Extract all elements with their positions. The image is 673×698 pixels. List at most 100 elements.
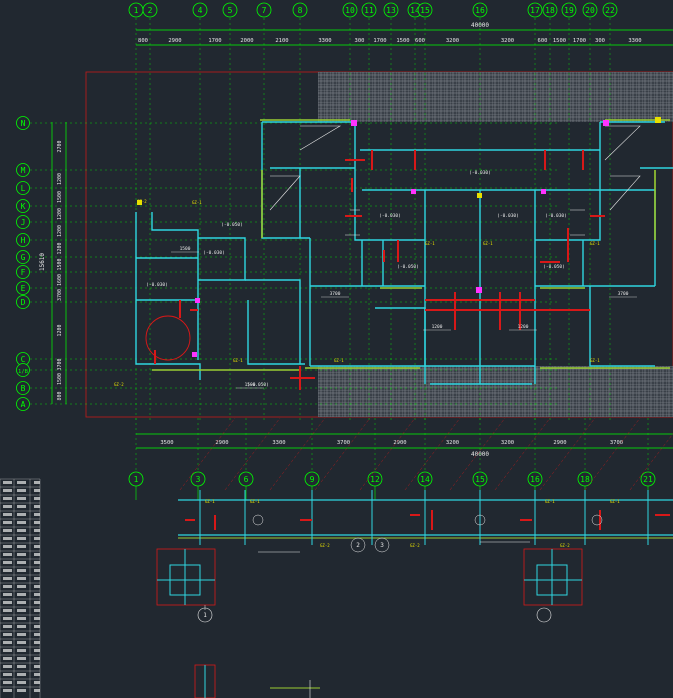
top-dim-text: 1500 (553, 38, 566, 44)
top-dim-text: 1700 (208, 38, 221, 44)
svg-text:K: K (21, 202, 26, 211)
axis-bubble-bottom: 6 (238, 418, 254, 500)
svg-text:12: 12 (370, 475, 380, 484)
svg-text:1: 1 (134, 475, 139, 484)
svg-text:13: 13 (386, 6, 396, 15)
hatched-paving-top (318, 72, 673, 122)
axis-bubble-bottom: 12 (367, 418, 383, 500)
svg-text:GZ-1: GZ-1 (425, 241, 435, 246)
plan-walls (135, 121, 673, 385)
svg-text:C: C (21, 355, 26, 364)
svg-text:14: 14 (410, 6, 420, 15)
top-dim-text: 600 (415, 38, 425, 44)
axis-bubble-bottom: 3 (190, 418, 206, 500)
svg-text:GZ-2: GZ-2 (114, 382, 124, 387)
left-dim-text: 2700 (57, 140, 63, 152)
top-dim-text: 2000 (240, 38, 253, 44)
svg-text:E: E (21, 284, 26, 293)
axis-bubble-bottom: 15 (472, 418, 488, 500)
bottom-dim-text: 2900 (215, 440, 228, 446)
bottom-dimension-lines (136, 433, 673, 449)
room-level-label: (-0.030) (203, 250, 225, 256)
svg-text:GZ-1: GZ-1 (205, 499, 215, 504)
svg-text:21: 21 (643, 475, 653, 484)
svg-text:1: 1 (134, 6, 139, 15)
left-dim-text: 3700 (57, 289, 63, 301)
svg-text:4: 4 (198, 6, 203, 15)
axis-bubble-left: A (16, 397, 560, 411)
axis-bubble-left: F (16, 265, 560, 279)
svg-text:A: A (21, 400, 26, 409)
room-level-labels: (-0.030) (-0.030) (-0.030) (-0.030) (-0.030)… (146, 170, 567, 388)
axis-bubble-top: 18 (542, 2, 558, 420)
left-dim-text: 1500 (57, 191, 63, 203)
top-dim-text: 2900 (168, 38, 181, 44)
svg-text:16: 16 (475, 6, 485, 15)
axis-bubble-bottom: 18 (577, 418, 593, 500)
top-total-dimension: 40000 (471, 22, 489, 29)
axis-bubble-top: 19 (561, 2, 577, 420)
left-total-dimension: 15610 (39, 253, 46, 271)
svg-text:J: J (21, 218, 26, 227)
room-level-label: (-0.030) (545, 213, 567, 219)
svg-text:GZ-1: GZ-1 (590, 358, 600, 363)
svg-text:7: 7 (262, 6, 267, 15)
axis-bubble-bottom: 9 (304, 418, 320, 500)
top-dim-text: 3200 (501, 38, 514, 44)
room-level-label: (-0.030) (497, 213, 519, 219)
axis-bubble-left: J (16, 215, 560, 229)
top-dim-text: 2100 (275, 38, 288, 44)
svg-text:1/B: 1/B (18, 369, 29, 375)
room-level-label: (-0.050) (247, 382, 269, 388)
axis-bubble-left: L (16, 181, 560, 195)
axis-bubble-top: 22 (602, 2, 618, 420)
plan-doors (269, 125, 641, 236)
room-level-label: (-0.050) (397, 264, 419, 270)
bottom-dim-text: 2900 (553, 440, 566, 446)
top-dim-text: 1500 (396, 38, 409, 44)
svg-text:22: 22 (605, 6, 615, 15)
left-dim-text: 1600 (57, 274, 63, 286)
room-level-label: (-0.030) (469, 170, 491, 176)
bottom-dim-text: 3700 (337, 440, 350, 446)
axis-bubble-top: 5 (222, 2, 238, 420)
axis-bubble-left: K (16, 199, 560, 213)
svg-text:GZ-1: GZ-1 (545, 499, 555, 504)
svg-text:M: M (21, 166, 26, 175)
svg-text:B: B (21, 384, 26, 393)
svg-text:5: 5 (228, 6, 233, 15)
svg-text:GZ-1: GZ-1 (610, 499, 620, 504)
axis-bubble-left: E (16, 281, 560, 295)
section-mark-3: 3 (380, 542, 384, 549)
svg-text:17: 17 (530, 6, 540, 15)
axis-bubble-left: B (16, 381, 560, 395)
section-mark-2: 2 (356, 542, 360, 549)
top-dim-text: 600 (538, 38, 548, 44)
svg-text:H: H (21, 236, 26, 245)
bottom-small-detail (194, 664, 320, 698)
svg-text:D: D (21, 298, 26, 307)
top-dim-text: 300 (595, 38, 605, 44)
room-dim-label: 1200 (518, 324, 529, 330)
room-level-label: (-0.030) (379, 213, 401, 219)
axis-bubble-top: 7 (256, 2, 272, 420)
detail-box-left (156, 548, 216, 623)
svg-text:N: N (21, 119, 26, 128)
svg-text:10: 10 (345, 6, 355, 15)
axis-bubble-left: D (16, 295, 560, 309)
bottom-dim-text: 3200 (446, 440, 459, 446)
left-dim-text: 800 (57, 391, 63, 400)
svg-text:18: 18 (545, 6, 555, 15)
bottom-dim-text: 2900 (393, 440, 406, 446)
svg-text:GZ-2: GZ-2 (560, 543, 570, 548)
axis-bubble-left: M (16, 163, 560, 177)
room-level-label: (-0.030) (146, 282, 168, 288)
svg-text:GZ-1: GZ-1 (233, 358, 243, 363)
axis-bubble-top: 11 (361, 2, 377, 420)
left-dim-text: 1200 (57, 324, 63, 336)
